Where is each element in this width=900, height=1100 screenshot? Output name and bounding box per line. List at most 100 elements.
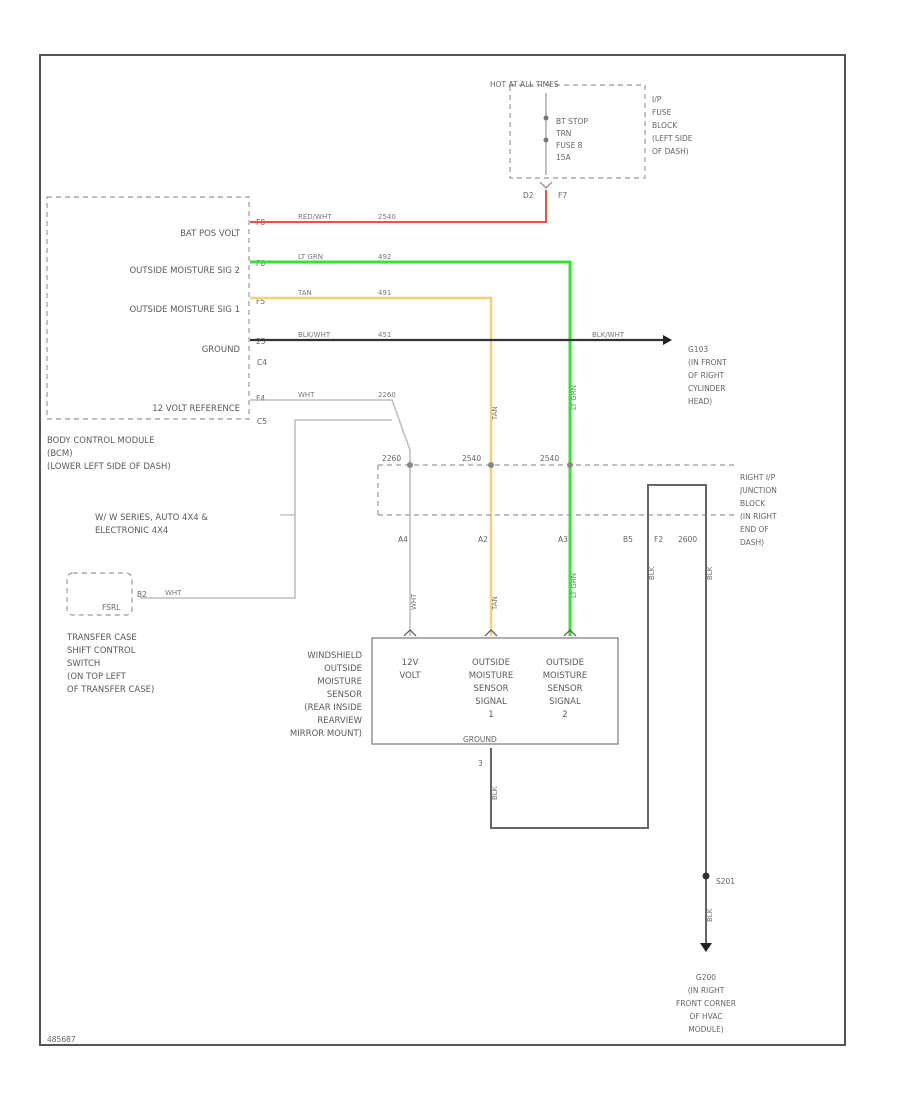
fuse-block-outline (509, 84, 646, 179)
wire-blk-sensor-label: BLK (491, 786, 499, 800)
junction-pin-a3: A3 (558, 535, 568, 544)
wire-white-12v (250, 399, 411, 636)
sensor-col2-1: OUTSIDE (472, 658, 510, 668)
sensor-col1-2: VOLT (399, 671, 421, 681)
splice-node-1 (407, 462, 413, 468)
transfer-case-switch: B2 FSRL TRANSFER CASE SHIFT CONTROL SWIT… (66, 572, 154, 695)
wire-blk-vertical-1: BLK (648, 566, 656, 580)
junction-internal-loop (647, 484, 707, 515)
splice-s201-node (702, 872, 710, 880)
junction-pin-a2: A2 (478, 535, 488, 544)
fuse-block-side-2: FUSE (652, 108, 672, 117)
transfer-case-outline (66, 572, 133, 616)
bcm-connector-c5: C5 (257, 417, 267, 426)
junction-pin-f2: F2 (654, 535, 663, 544)
wire-white-circuit: 2260 (378, 391, 396, 399)
g103-line-5: HEAD) (688, 397, 712, 406)
splice-node-3 (567, 462, 573, 468)
sensor-col1-1: 12V (402, 658, 419, 668)
transfer-case-caption-5: OF TRANSFER CASE) (67, 685, 154, 695)
junction-side-4: (IN RIGHT (740, 512, 777, 521)
wire-white-vertical-label: WHT (410, 593, 418, 610)
transfer-case-pin: B2 (137, 590, 147, 599)
wire-green (250, 260, 572, 636)
sensor-ground-label: GROUND (463, 735, 497, 744)
transfer-case-caption-3: SWITCH (67, 659, 100, 669)
wire-white-color: WHT (298, 391, 315, 399)
wire-blk-vertical-2: BLK (706, 566, 714, 580)
fuse-pin-left: D2 (523, 191, 534, 200)
fuse-block-side-4: (LEFT SIDE (652, 134, 693, 143)
sensor-col3-3: SENSOR (547, 684, 582, 694)
bcm-connector-c4: C4 (257, 358, 267, 367)
wire-green-circuit: 492 (378, 253, 391, 261)
sensor-caption-5: (REAR INSIDE (304, 703, 362, 713)
g103-line-1: G103 (688, 345, 708, 354)
fuse-label-line-3: FUSE 8 (556, 141, 583, 150)
sensor-caption-7: MIRROR MOUNT) (290, 729, 362, 739)
fuse-block-side-5: OF DASH) (652, 147, 689, 156)
sensor-caption-3: MOISTURE (317, 677, 362, 687)
diagram-frame (39, 54, 846, 1046)
wire-tan-lower-label: TAN (491, 596, 499, 611)
bcm-pin-num-sig1: F5 (256, 297, 265, 306)
g200-line-2: (IN RIGHT (688, 986, 725, 995)
bcm-pin-12v-ref: 12 VOLT REFERENCE (152, 404, 240, 414)
wire-red-circuit: 2540 (378, 213, 396, 221)
junction-side-6: DASH) (740, 538, 764, 547)
sensor-col3-1: OUTSIDE (546, 658, 584, 668)
wire-black-circuit: 451 (378, 331, 391, 339)
fuse-connector-icon (539, 181, 553, 189)
wire-blk-lower-label: BLK (706, 908, 714, 922)
figure-id: 485687 (47, 1035, 76, 1044)
sensor-ground-pin: 3 (478, 759, 483, 768)
wire-green-lower-label: LT GRN (570, 573, 578, 598)
wire-tan-circuit: 491 (378, 289, 391, 297)
sensor-connector-1-icon (403, 629, 417, 637)
splice-label-3: 2540 (540, 454, 559, 463)
transfer-case-caption-1: TRANSFER CASE (66, 633, 137, 643)
wire-black-color: BLK/WHT (298, 331, 331, 339)
wire-red (250, 190, 547, 223)
splice-node-2 (488, 462, 494, 468)
wire-tan (250, 296, 493, 636)
bcm-pin-sig1: OUTSIDE MOISTURE SIG 1 (129, 305, 240, 315)
bcm-caption-3: (LOWER LEFT SIDE OF DASH) (47, 462, 171, 472)
junction-pin-b5: B5 (623, 535, 633, 544)
splice-label-2: 2540 (462, 454, 481, 463)
sensor-connector-2-icon (484, 629, 498, 637)
bcm-pin-num-12v: F4 (256, 394, 265, 403)
sensor-caption-6: REARVIEW (317, 716, 362, 726)
bcm-pin-ground: GROUND (202, 345, 241, 355)
body-control-module: BAT POS VOLT OUTSIDE MOISTURE SIG 2 OUTS… (46, 196, 267, 472)
ground-arrow-icon (663, 335, 672, 345)
ground-g200-icon (700, 943, 712, 952)
bcm-caption-2: (BCM) (47, 449, 73, 459)
junction-pin-2600: 2600 (678, 535, 697, 544)
g200-line-3: FRONT CORNER (676, 999, 736, 1008)
sensor-col3-4: SIGNAL (549, 697, 581, 707)
sensor-connector-3-icon (563, 629, 577, 637)
bcm-pin-bat-pos: BAT POS VOLT (180, 229, 241, 239)
sensor-col3-5: 2 (562, 710, 567, 720)
wire-tan-vertical-label: TAN (491, 406, 499, 421)
g200-line-1: G200 (696, 973, 716, 982)
sensor-col2-2: MOISTURE (469, 671, 514, 681)
fuse-top-node (543, 115, 549, 121)
fuse-block: HOT AT ALL TIMES BT STOP TRN FUSE 8 15A … (490, 80, 693, 200)
fuse-bottom-node (543, 137, 549, 143)
moisture-sensor: 12V VOLT OUTSIDE MOISTURE SENSOR SIGNAL … (290, 629, 619, 768)
junction-side-3: BLOCK (740, 499, 766, 508)
sensor-col2-3: SENSOR (473, 684, 508, 694)
bcm-outline (46, 196, 250, 420)
fuse-pin-right: F7 (558, 191, 567, 200)
fuse-block-side-3: BLOCK (652, 121, 678, 130)
sensor-col3-2: MOISTURE (543, 671, 588, 681)
g103-line-3: OF RIGHT (688, 371, 724, 380)
g200-line-4: OF HVAC (689, 1012, 722, 1021)
junction-side-1: RIGHT I/P (740, 473, 776, 482)
wire-tan-color: TAN (297, 289, 312, 297)
sensor-caption-4: SENSOR (327, 690, 362, 700)
fuse-label-line-2: TRN (555, 129, 571, 138)
